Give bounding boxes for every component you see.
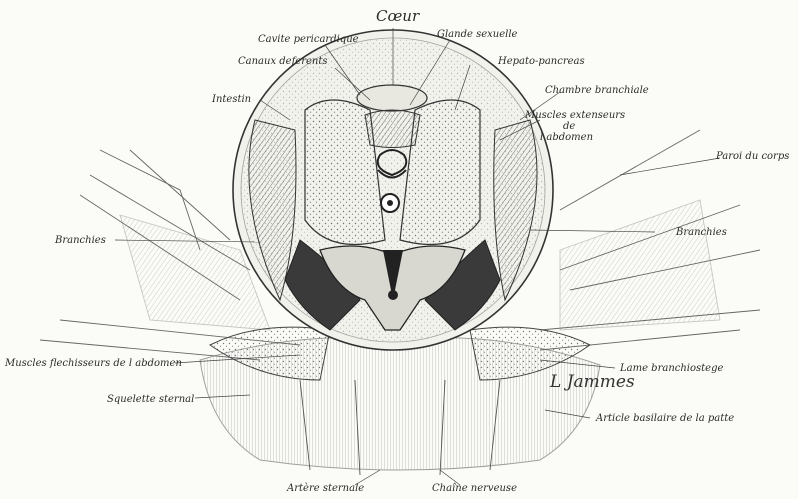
label-lame-branchiostege: Lame branchiostege bbox=[620, 364, 723, 374]
label-squelette-sternal: Squelette sternal bbox=[107, 395, 194, 405]
nerve-cord-section bbox=[388, 290, 398, 300]
label-branchies-left: Branchies bbox=[55, 236, 106, 246]
label-article-basilaire: Article basilaire de la patte bbox=[596, 414, 734, 424]
label-chaine-nerveuse: Chaîne nerveuse bbox=[432, 484, 517, 494]
glande-sexuelle bbox=[365, 110, 420, 148]
label-muscles-extenseurs: Muscles extenseurs bbox=[525, 111, 625, 121]
figure-title: Cœur bbox=[376, 9, 419, 24]
label-intestin: Intestin bbox=[212, 95, 251, 105]
label-artere-sternale: Artère sternale bbox=[287, 484, 364, 494]
right-appendages bbox=[540, 130, 760, 350]
label-glande-sexuelle: Glande sexuelle bbox=[437, 30, 517, 40]
label-branchies-right: Branchies bbox=[676, 228, 727, 238]
label-muscles-flechisseurs: Muscles flechisseurs de l abdomen bbox=[5, 359, 182, 369]
label-canaux-deferents: Canaux deferents bbox=[238, 57, 328, 67]
signature: L Jammes bbox=[550, 374, 635, 391]
label-cavite-pericardique: Cavite pericardique bbox=[258, 35, 359, 45]
label-muscles-extenseurs-de: de bbox=[563, 122, 575, 132]
label-muscles-extenseurs-abdomen: l abdomen bbox=[540, 133, 593, 143]
label-hepato-pancreas: Hepato-pancreas bbox=[498, 57, 585, 67]
label-chambre-branchiale: Chambre branchiale bbox=[545, 86, 649, 96]
label-paroi-du-corps: Paroi du corps bbox=[716, 152, 789, 162]
